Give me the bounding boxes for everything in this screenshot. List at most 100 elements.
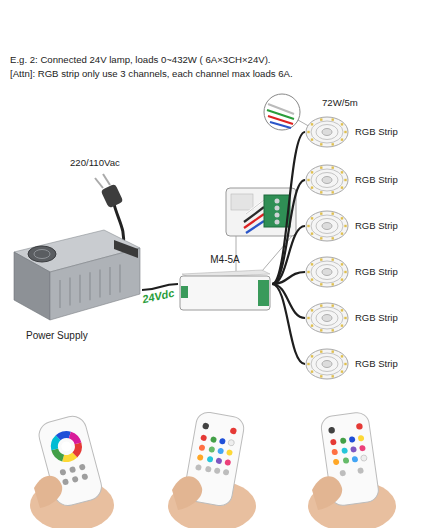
remote-button: [62, 478, 69, 485]
led-chip: [307, 271, 309, 273]
callout-frame: [226, 188, 296, 236]
plug-prong: [95, 178, 103, 188]
vent-slot: [59, 280, 60, 308]
remote-control: [308, 411, 396, 528]
node-label: RGB Strip: [355, 114, 398, 150]
vent-slot: [109, 267, 110, 295]
reel-ring: [311, 261, 343, 283]
terminal-block: [264, 195, 290, 227]
remote-button: [69, 466, 76, 473]
color-wheel: [52, 432, 81, 461]
led-chip: [307, 131, 309, 133]
led-chip: [332, 166, 334, 168]
remote-button: [356, 423, 363, 430]
led-chip: [307, 225, 309, 227]
led-strip-reel: RGB Strip: [305, 208, 425, 244]
reel-outer: [306, 257, 348, 287]
remote-button: [214, 467, 221, 474]
node-label: RGB Strip: [355, 300, 398, 336]
node-text-group: RGB Strip: [355, 254, 398, 290]
led-chip: [332, 212, 334, 214]
color-wheel: [52, 432, 81, 461]
remote-button: [208, 446, 215, 453]
remote-button: [205, 466, 212, 473]
remote-button: [360, 455, 367, 462]
psu-side: [50, 248, 140, 320]
led-chip: [341, 355, 343, 357]
led-chip: [344, 179, 346, 181]
remote-button: [358, 435, 365, 442]
thumb: [34, 476, 62, 508]
vent-slot: [79, 275, 80, 303]
remote-button: [352, 456, 359, 463]
led-chip: [311, 171, 313, 173]
led-chip: [320, 375, 322, 377]
remote-button: [195, 464, 202, 471]
led-chip: [341, 138, 343, 140]
led-chip: [332, 118, 334, 120]
remote-button: [339, 470, 346, 477]
fan-grille: [28, 246, 56, 262]
remote-button: [350, 446, 357, 453]
node-text-group: RGB Strip: [355, 114, 398, 150]
wire-callout: [264, 94, 312, 130]
led-chip: [344, 271, 346, 273]
controller-body: [180, 276, 270, 310]
led-chip: [332, 191, 334, 193]
annotation-label: 72W/5m: [322, 97, 358, 108]
led-chip: [311, 370, 313, 372]
remote-button: [357, 467, 364, 474]
led-chip: [311, 186, 313, 188]
node-text-group: RGB Strip: [355, 208, 398, 244]
led-chip: [341, 171, 343, 173]
output-terminal: [258, 280, 269, 306]
led-chip: [344, 225, 346, 227]
reel-ring: [316, 265, 338, 280]
remote-button: [330, 439, 337, 446]
reel-ring: [316, 357, 338, 372]
node-label: M4-5A: [178, 254, 272, 265]
wire-connector: [272, 272, 305, 284]
color-wheel: [52, 432, 81, 461]
led-chip: [344, 363, 346, 365]
reel-ring: [311, 353, 343, 375]
reel-hub: [322, 269, 332, 276]
reel-ring: [311, 307, 343, 329]
reel-ring: [311, 121, 343, 143]
led-chip: [341, 186, 343, 188]
wire: [244, 214, 264, 228]
remote-button: [210, 436, 217, 443]
reel-hub: [322, 315, 332, 322]
reel-ring: [316, 219, 338, 234]
terminal-screw: [275, 213, 280, 218]
color-wheel: [52, 432, 81, 461]
thumb: [172, 476, 202, 510]
led-strip-reel: RGB Strip: [305, 254, 425, 290]
leader-line: [262, 236, 292, 271]
wire-connector: [272, 132, 305, 284]
node-text-group: RGB Strip: [355, 162, 398, 198]
remote-button: [81, 473, 88, 480]
wire-connector: [272, 226, 305, 284]
remote-button: [359, 445, 366, 452]
wire-connector: [142, 284, 178, 290]
led-strip-reel: RGB Strip: [305, 162, 425, 198]
led-chip: [320, 258, 322, 260]
reel-hub: [322, 361, 332, 368]
annotation-label: [Attn]: RGB strip only use 3 channels, e…: [10, 68, 293, 79]
remote-button: [331, 449, 338, 456]
remote-button: [328, 427, 335, 434]
vent-slot: [119, 264, 120, 292]
terminal-screw: [275, 206, 280, 211]
node-text-group: RGB Strip: [355, 346, 398, 382]
reel-ring: [316, 311, 338, 326]
led-chip: [341, 278, 343, 280]
remote-button: [215, 457, 222, 464]
remote-button: [72, 476, 79, 483]
led-chip: [341, 263, 343, 265]
wire-connector: [272, 284, 305, 318]
remote-control: [30, 413, 114, 528]
remote-control: [168, 411, 256, 528]
led-chip: [307, 317, 309, 319]
plug-body: [101, 184, 124, 209]
